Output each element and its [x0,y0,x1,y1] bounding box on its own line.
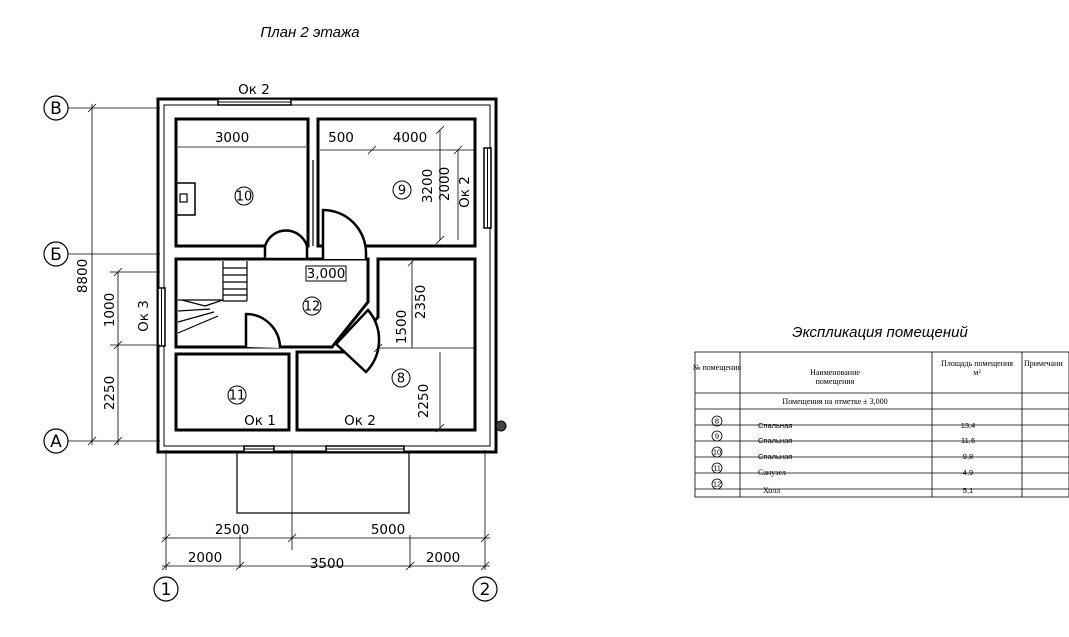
row-area: 13,4 [961,421,976,430]
dim-r9-width: 4000 [393,130,427,146]
axis-label-2: 2 [480,580,491,600]
dim-r9-h1: 3200 [420,169,436,203]
dim-bottom-2000a: 2000 [188,550,222,566]
door-room-9 [321,208,368,259]
level-mark-box [305,265,347,282]
dim-bottom-2000b: 2000 [426,550,460,566]
room-number-9: 9 [392,180,412,200]
room-11-outline [174,352,291,432]
dim-bottom-3500: 3500 [310,556,344,572]
room-number-10: 10 [234,186,254,206]
room-number-9-text: 9 [398,184,406,199]
dim-r8-1500: 1500 [394,310,410,344]
window-label-right: Ок 2 [457,176,473,208]
row-name: Санузел [758,468,786,477]
axis-label-1: 1 [161,580,172,600]
axis-marker-a: А [43,428,69,454]
explication-header-number: № помещения [693,363,742,372]
stairs [177,261,248,334]
axis-marker-1: 1 [153,576,179,602]
explication-header-name-1: Наименование [810,368,860,377]
axis-lines [68,107,486,570]
explication-header-area-1: Площадь помещения [941,359,1013,368]
window-label-bottom-left: Ок 1 [244,413,276,429]
dim-left-total: 8800 [75,259,91,293]
row-num: 8 [715,417,719,426]
axis-label-b: Б [50,245,62,265]
explication-section: Помещения на отметке ± 3,000 [782,397,887,406]
explication-title: Экспликация помещений [792,324,968,341]
door-room-10 [263,229,309,261]
plan-title: План 2 этажа [260,24,359,41]
axis-label-v: В [50,99,62,119]
dim-left-1000: 1000 [102,293,118,327]
room-9-outline [316,117,477,248]
row-area: 9,8 [963,452,973,461]
room-number-11: 11 [227,385,247,405]
row-name: Холл [763,486,780,495]
dim-bottom-5000: 5000 [371,522,405,538]
dim-r8-2350: 2350 [413,285,429,319]
window-top [217,98,292,106]
porch [236,451,410,514]
door-room-8 [334,308,381,374]
chimney-flue [179,193,188,203]
axis-marker-b: Б [43,241,69,267]
level-mark: 3,000 [307,266,346,282]
window-label-left: Ок 3 [136,300,152,332]
explication-table [694,351,1069,498]
room-number-8: 8 [391,368,411,388]
explication-header-notes: Примечани [1024,359,1063,368]
dimension-lines [87,103,490,571]
row-area: 11,6 [961,436,975,445]
room-number-8-text: 8 [397,372,405,387]
downpipe-icon [495,420,507,432]
table-row: 12 Холл 5,1 [711,478,973,495]
explication-header-area-2: м² [973,368,981,377]
dim-r8-2250: 2250 [416,384,432,418]
room-number-12: 12 [302,296,322,316]
dim-bottom-2500: 2500 [215,522,249,538]
axis-marker-2: 2 [472,576,498,602]
door-room-11 [244,312,282,349]
row-num: 10 [713,448,721,457]
room-number-11-text: 11 [229,389,246,404]
axis-marker-v: В [43,95,69,121]
row-name: Спальная [758,436,792,445]
explication-header-name-2: помещения [816,377,855,386]
window-label-bottom-right: Ок 2 [344,413,376,429]
row-area: 4,9 [963,468,973,477]
dim-r9-offset: 500 [328,130,354,146]
table-row: 11 Санузел 4,9 [711,462,973,477]
row-name: Спальная [758,452,792,461]
row-num: 11 [713,464,721,473]
room-8-outline [295,257,477,432]
dim-r10-width: 3000 [215,130,249,146]
window-label-top: Ок 2 [238,82,270,98]
row-name: Спальная [758,421,792,430]
row-num: 12 [713,480,721,489]
room-number-12-text: 12 [304,300,321,315]
window-right [483,147,492,229]
table-row: 9 Спальная 11,6 [711,430,975,445]
window-bottom-left [243,445,275,453]
table-row: 8 Спальная 13,4 [711,415,976,430]
dim-left-2250: 2250 [102,376,118,410]
window-bottom-right [325,445,405,453]
room-number-10-text: 10 [236,190,253,205]
chimney-block [175,182,196,216]
row-num: 9 [715,432,719,441]
dim-r9-h2: 2000 [437,167,453,201]
axis-label-a: А [50,432,62,452]
row-area: 5,1 [963,486,973,495]
table-row: 10 Спальная 9,8 [711,446,973,461]
window-left [157,287,166,347]
